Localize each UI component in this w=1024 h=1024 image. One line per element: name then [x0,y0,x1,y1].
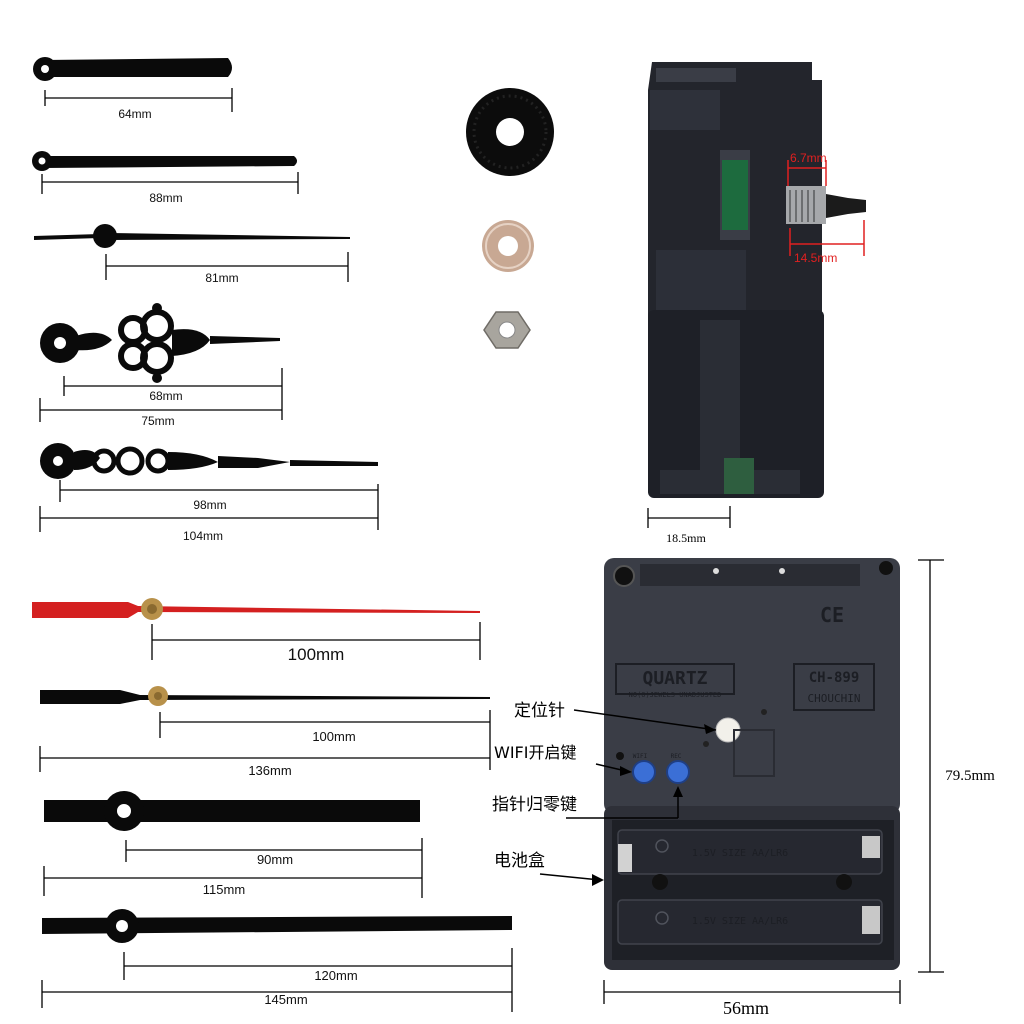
hand-4-ornate: 68mm 75mm [39,303,283,428]
ce-mark: CE [820,603,844,627]
hand-5-ornate: 98mm 104mm [39,443,379,543]
wifi-button-caption: WIFI [633,753,648,760]
hand-4-total-length-label: 75mm [141,414,174,428]
model-number: CH-899 [809,670,860,686]
hardware-group [466,88,554,349]
maker-name: CHOUCHIN [808,692,861,705]
hand-8-inner-length-label: 90mm [257,852,293,867]
movement-front-view: CE QUARTZ NO(0)JEWELS UNADJUSTED CH-899 … [603,558,995,1018]
hand-7: 100mm 136mm [39,686,491,778]
hand-1: 64mm [33,57,233,121]
battery-slot-2-text: 1.5V SIZE AA/LR6 [692,916,788,927]
hand-4-inner-length-label: 68mm [149,389,182,403]
hand-9-inner-length-label: 120mm [314,968,357,983]
hand-2: 88mm [32,151,299,205]
quartz-brand: QUARTZ [642,668,707,689]
hand-8: 90mm 115mm [43,791,423,898]
shaft-width-label: 6.7mm [790,151,827,165]
hex-nut [483,311,531,349]
hand-9-total-length-label: 145mm [264,992,307,1007]
hand-6-red-second: 100mm [32,598,481,664]
hand-5-inner-length-label: 98mm [193,498,226,512]
movement-side-view: 6.7mm 14.5mm 18.5mm [647,62,866,545]
hand-1-length-label: 64mm [118,107,151,121]
hand-3: 81mm [34,224,350,285]
hand-7-inner-length-label: 100mm [312,729,355,744]
hand-8-total-length-label: 115mm [203,882,245,897]
depth-label: 18.5mm [666,531,706,545]
callout-hand-reset-key: 指针归零键 [492,795,577,815]
width-label: 56mm [723,998,769,1018]
hand-6-length-label: 100mm [288,645,345,664]
quartz-subtext: NO(0)JEWELS UNADJUSTED [629,691,722,699]
rec-button-caption: REC [671,753,682,760]
shaft-length-label: 14.5mm [794,251,837,265]
hand-5-total-length-label: 104mm [183,529,223,543]
callout-wifi-key: WIFI开启键 [494,743,576,762]
hand-9: 120mm 145mm [41,909,513,1012]
callout-locating-pin: 定位针 [514,701,565,721]
rubber-washer [466,88,554,176]
hand-2-length-label: 88mm [149,191,182,205]
metal-washer [482,220,534,272]
callout-battery-box: 电池盒 [494,851,545,871]
hand-7-total-length-label: 136mm [248,763,291,778]
hand-3-length-label: 81mm [205,271,238,285]
battery-slot-1-text: 1.5V SIZE AA/LR6 [692,848,788,859]
hands-group: 64mm 88mm 81mm [32,57,513,1012]
callouts-group: 定位针 WIFI开启键 指针归零键 电池盒 [492,701,717,886]
height-label: 79.5mm [945,768,995,784]
